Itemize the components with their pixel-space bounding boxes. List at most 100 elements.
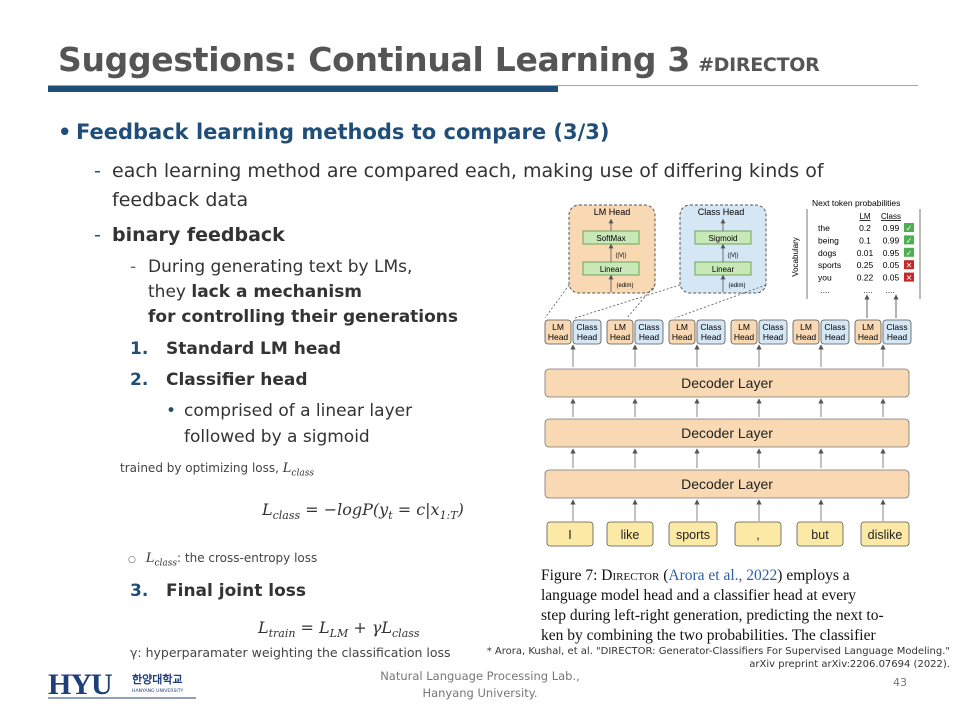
logo-korean: 한양대학교 [132,672,183,686]
numbered-item-2: 2. Classifier head [130,370,308,390]
lm-head-label-2: Head [610,332,631,342]
token-label: , [756,528,759,542]
classifier-desc-line1: •comprised of a linear layer [166,399,412,424]
num3-label: Final joint loss [166,581,306,601]
prob-word: dogs [818,248,836,258]
item-learning-methods: -each learning method are compared each,… [94,157,824,185]
lm-head-box [730,319,758,345]
trained-text-label: trained by optimizing loss, [120,461,283,475]
gamma-note: γ: hyperparamater weighting the classifi… [130,645,451,660]
lm-head-title: LM Head [594,207,631,217]
token-box [796,521,844,547]
cross-mark: ✕ [906,261,913,270]
ellipsis-vocab: .... [821,286,830,295]
title-accent-bar [48,86,558,92]
dash-icon: - [94,224,101,246]
caption-citation-link[interactable]: Arora et al., 2022 [668,567,778,584]
page-number: 43 [893,676,907,689]
item1-line2: feedback data [112,189,249,211]
title-tag: #DIRECTOR [698,54,820,76]
prob-class-value: 0.99 [883,223,900,233]
eq2-mid: = L [295,618,330,637]
class-head-label-2: Head [701,332,722,342]
lab-credit: Natural Language Processing Lab., Hanyan… [0,668,960,702]
eq2-plus: + γL [348,618,393,637]
prob-word: you [818,273,832,283]
class-head-label-2: Head [825,332,846,342]
class-head-box [820,319,850,345]
class-head-box [758,319,788,345]
v-label-2: (|V|) [727,253,738,259]
caption-fig-label: Figure 7: [541,567,602,584]
slide-title: Suggestions: Continual Learning 3#DIRECT… [58,40,820,79]
num2-label: Classifier head [166,370,308,390]
edim-label-2: (edim) [728,283,745,289]
item1-line1: each learning method are compared each, … [112,160,824,182]
lm-head-label-2: Head [734,332,755,342]
caption-line1-end: ) employs a [777,567,850,584]
decoder-layer-box [544,469,910,499]
prob-class-value: 0.99 [883,235,900,245]
token-box [734,521,782,547]
heads-row: LMHeadClassHeadLMHeadClassHeadLMHeadClas… [544,319,912,345]
vocab-label: Vocabulary [791,237,800,277]
logo-hyu-text: HYU [48,668,112,700]
loss-note: ○Lclass: the cross-entropy loss [128,551,317,568]
footnote-line2: arXiv preprint arXiv:2206.07694 (2022). [749,659,950,670]
dash-icon: - [94,160,101,182]
detail-connectors [544,284,767,319]
class-head-label: Class [638,322,659,332]
check-icon [904,235,914,245]
class-head-label: Class [762,322,783,332]
eq2-end-sub: class [392,627,420,641]
caption-director: Director [601,567,660,584]
decoder-layer-label: Decoder Layer [681,425,773,441]
eq1-rhs-end: ) [457,500,464,519]
sigmoid-label: Sigmoid [709,234,738,243]
trained-text: trained by optimizing loss, Lclass [120,461,314,478]
lm-head-box [792,319,820,345]
class-head-label-2: Head [639,332,660,342]
linear-label-2: Linear [712,265,735,274]
next-token-table: Next token probabilities Vocabulary LM C… [791,198,921,318]
prob-word: being [818,235,839,245]
prob-class-value: 0.95 [883,248,900,258]
lm-head-label: LM [800,322,812,332]
eq2-mid-sub: LM [329,627,349,641]
decoder-layer-label: Decoder Layer [681,375,773,391]
number-2: 2. [130,370,149,390]
class-head-label-2: Head [887,332,908,342]
check-icon [904,247,914,257]
check-mark: ✓ [906,249,913,258]
prob-lm-value: 0.22 [857,273,874,283]
lab-line1: Natural Language Processing Lab., [380,669,580,683]
lm-head-box [854,319,882,345]
prob-lm-value: 0.1 [859,235,871,245]
caption-paren: ( [659,567,669,584]
bullet-dot-icon: • [166,401,177,421]
loss-note-text: : the cross-entropy loss [177,551,318,565]
caption-line2: language model head and a classifier hea… [541,587,857,604]
lm-head-label: LM [862,322,874,332]
lm-head-box [668,319,696,345]
caption-line3: step during left-right generation, predi… [541,607,884,624]
numbered-item-3: 3.Final joint loss [130,581,306,601]
decoder-layer-box [544,368,910,398]
eq2-lhs-sub: train [268,627,296,641]
prob-class-value: 0.05 [883,260,900,270]
decoder-layer-box [544,418,910,448]
lab-line2: Hanyang University. [422,686,538,700]
lm-head-label-2: Head [796,332,817,342]
col-lm: LM [859,212,870,221]
next-token-title: Next token probabilities [812,198,900,208]
lm-head-label: LM [676,322,688,332]
equation-joint-loss: Ltrain = LLM + γLclass [258,618,420,640]
